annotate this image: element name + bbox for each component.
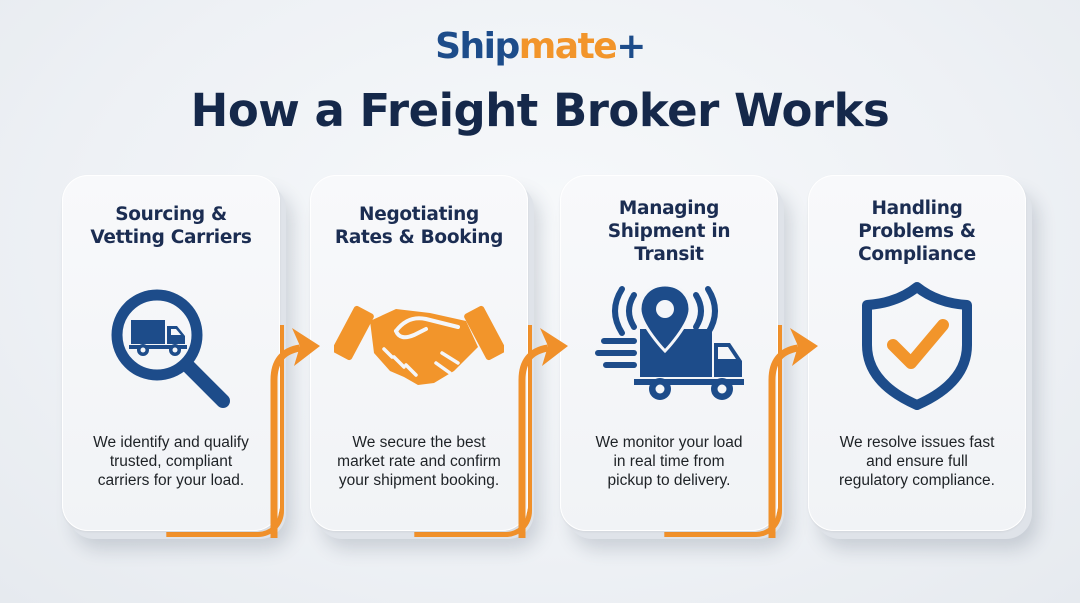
step-description: We secure the best market rate and confi… [337, 434, 501, 489]
card-accent-border [414, 325, 532, 537]
magnifier-truck-icon [62, 283, 280, 413]
step-title: Managing Shipment in Transit [607, 198, 731, 265]
card-accent-border [664, 325, 782, 537]
shield-check-icon [808, 281, 1026, 411]
step-title: Handling Problems & Compliance [858, 198, 976, 265]
page-title: How a Freight Broker Works [190, 84, 890, 137]
step-card-sourcing: Sourcing & Vetting Carriers We identify … [62, 175, 286, 539]
brand-part-ship: Ship [435, 26, 520, 67]
step-card-handling: Handling Problems & Compliance We resolv… [808, 175, 1032, 539]
step-title: Sourcing & Vetting Carriers [90, 204, 252, 248]
flow-arrow-2 [514, 300, 574, 540]
flow-arrow-1 [266, 300, 326, 540]
tracking-truck-icon [560, 285, 778, 409]
handshake-icon [310, 291, 528, 391]
brand-part-mate: mate [518, 26, 618, 67]
step-card-negotiating: Negotiating Rates & Booking [310, 175, 534, 539]
step-description: We resolve issues fast and ensure full r… [839, 434, 995, 489]
card-accent-border [166, 325, 284, 537]
step-description: We monitor your load in real time from p… [595, 434, 743, 489]
step-title: Negotiating Rates & Booking [334, 204, 504, 248]
step-card-managing: Managing Shipment in Transit [560, 175, 784, 539]
brand-part-plus: + [616, 26, 646, 67]
brand-logo: Shipmate+ [0, 26, 1080, 67]
flow-arrow-3 [764, 300, 824, 540]
step-description: We identify and qualify trusted, complia… [93, 434, 249, 489]
